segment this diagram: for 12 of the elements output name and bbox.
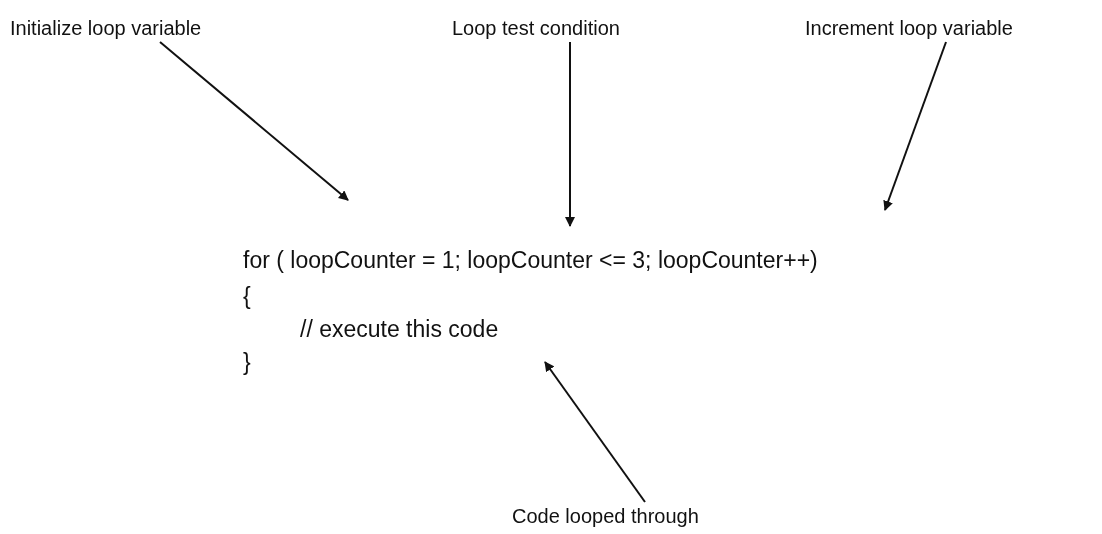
leader-arrow bbox=[565, 41, 575, 227]
code-line: } bbox=[243, 348, 251, 376]
code-line: for ( loopCounter = 1; loopCounter <= 3; loopCounter++) bbox=[243, 246, 818, 274]
code-line: { bbox=[243, 282, 251, 310]
leader-arrow bbox=[883, 41, 947, 211]
annotation-text: Code looped through bbox=[512, 504, 699, 528]
leader-arrow bbox=[159, 41, 349, 201]
annotation-text: Increment loop variable bbox=[805, 16, 1013, 40]
leader-arrow bbox=[544, 361, 646, 503]
annotation-text: Loop test condition bbox=[452, 16, 620, 40]
annotation-text: Initialize loop variable bbox=[10, 16, 202, 40]
code-line: // execute this code bbox=[300, 315, 499, 343]
